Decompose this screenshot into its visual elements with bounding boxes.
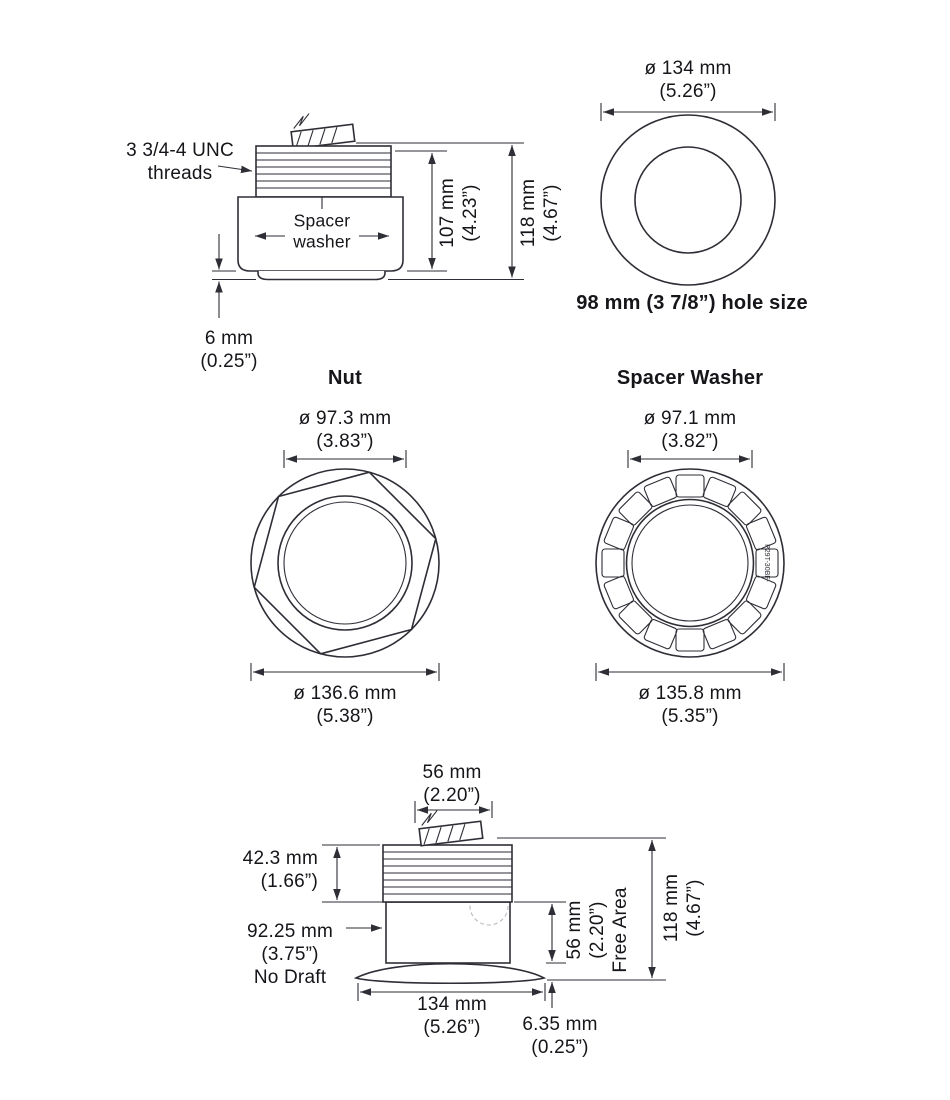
cable-gland-icon [418,810,484,847]
washer-segments [601,474,779,652]
top-view-drawing [600,103,776,286]
free-area-label: 56 mm (2.20”) Free Area [564,887,632,973]
spacer-washer-label: Spacer washer [293,210,351,252]
nut-hexagon [253,471,437,655]
thread-stem [382,844,513,903]
dim-56-top-label: 56 mm (2.20”) [422,761,482,806]
nut-dim-inner [283,450,407,468]
dim-118 [356,142,524,281]
dim-42 [322,844,383,903]
nut-title: Nut [328,366,362,389]
nut-drawing [250,450,440,681]
dim-6mm [212,234,256,318]
spacer-washer-title: Spacer Washer [616,366,764,389]
side-view-top-drawing [212,113,524,318]
transducer-face [257,271,386,281]
threads-label: 3 3/4-4 UNC threads [126,139,234,184]
transducer-body [385,901,511,964]
dim-635-label: 6.35 mm (0.25”) [522,1013,598,1058]
flange [353,963,547,985]
no-draft-label: 92.25 mm (3.75”) No Draft [246,921,334,989]
inner-circle [634,146,742,254]
dim-134-bottom-label: 134 mm (5.26”) [417,993,487,1038]
nut-outer-circle [250,468,440,658]
washer-outer-dim-label: ø 135.8 mm (5.35”) [638,682,742,727]
washer-dim-outer [595,663,785,681]
washer-part-number: P29T-30BF- [763,544,770,582]
spacer-washer-drawing: P29T-30BF- [595,450,785,681]
nut-inner-dim-label: ø 97.3 mm (3.83”) [298,407,392,452]
hole-size-label: 98 mm (3 7/8”) hole size [576,291,808,314]
dim-56-free-area [514,901,566,964]
dim-42-label: 42.3 mm (1.66”) [242,847,318,892]
dim-134-bottom [357,983,546,1001]
thread-stem [255,145,392,198]
outer-circle [600,114,776,286]
washer-inner-dim-label: ø 97.1 mm (3.82”) [643,407,737,452]
cable-gland-icon [290,113,356,150]
dim-56-top [414,801,493,823]
tilt-reference-circle [469,886,509,926]
dim-107-label: 107 mm (4.23”) [436,178,481,248]
dim-6mm-label: 6 mm (0.25”) [200,327,258,372]
dim-118-bottom-label: 118 mm (4.67”) [660,873,705,943]
threads-leader-arrow [217,165,253,174]
dim-107 [395,150,447,272]
nut-outer-dim-label: ø 136.6 mm (5.38”) [293,682,397,727]
dim-134-label: ø 134 mm (5.26”) [644,57,732,102]
dim-118-label: 118 mm (4.67”) [517,178,562,248]
nut-dim-outer [250,663,440,681]
dim-118-bottom [497,837,666,981]
transducer-body [237,196,404,272]
side-view-bottom-drawing [322,801,666,1008]
washer-dim-inner [627,450,753,468]
